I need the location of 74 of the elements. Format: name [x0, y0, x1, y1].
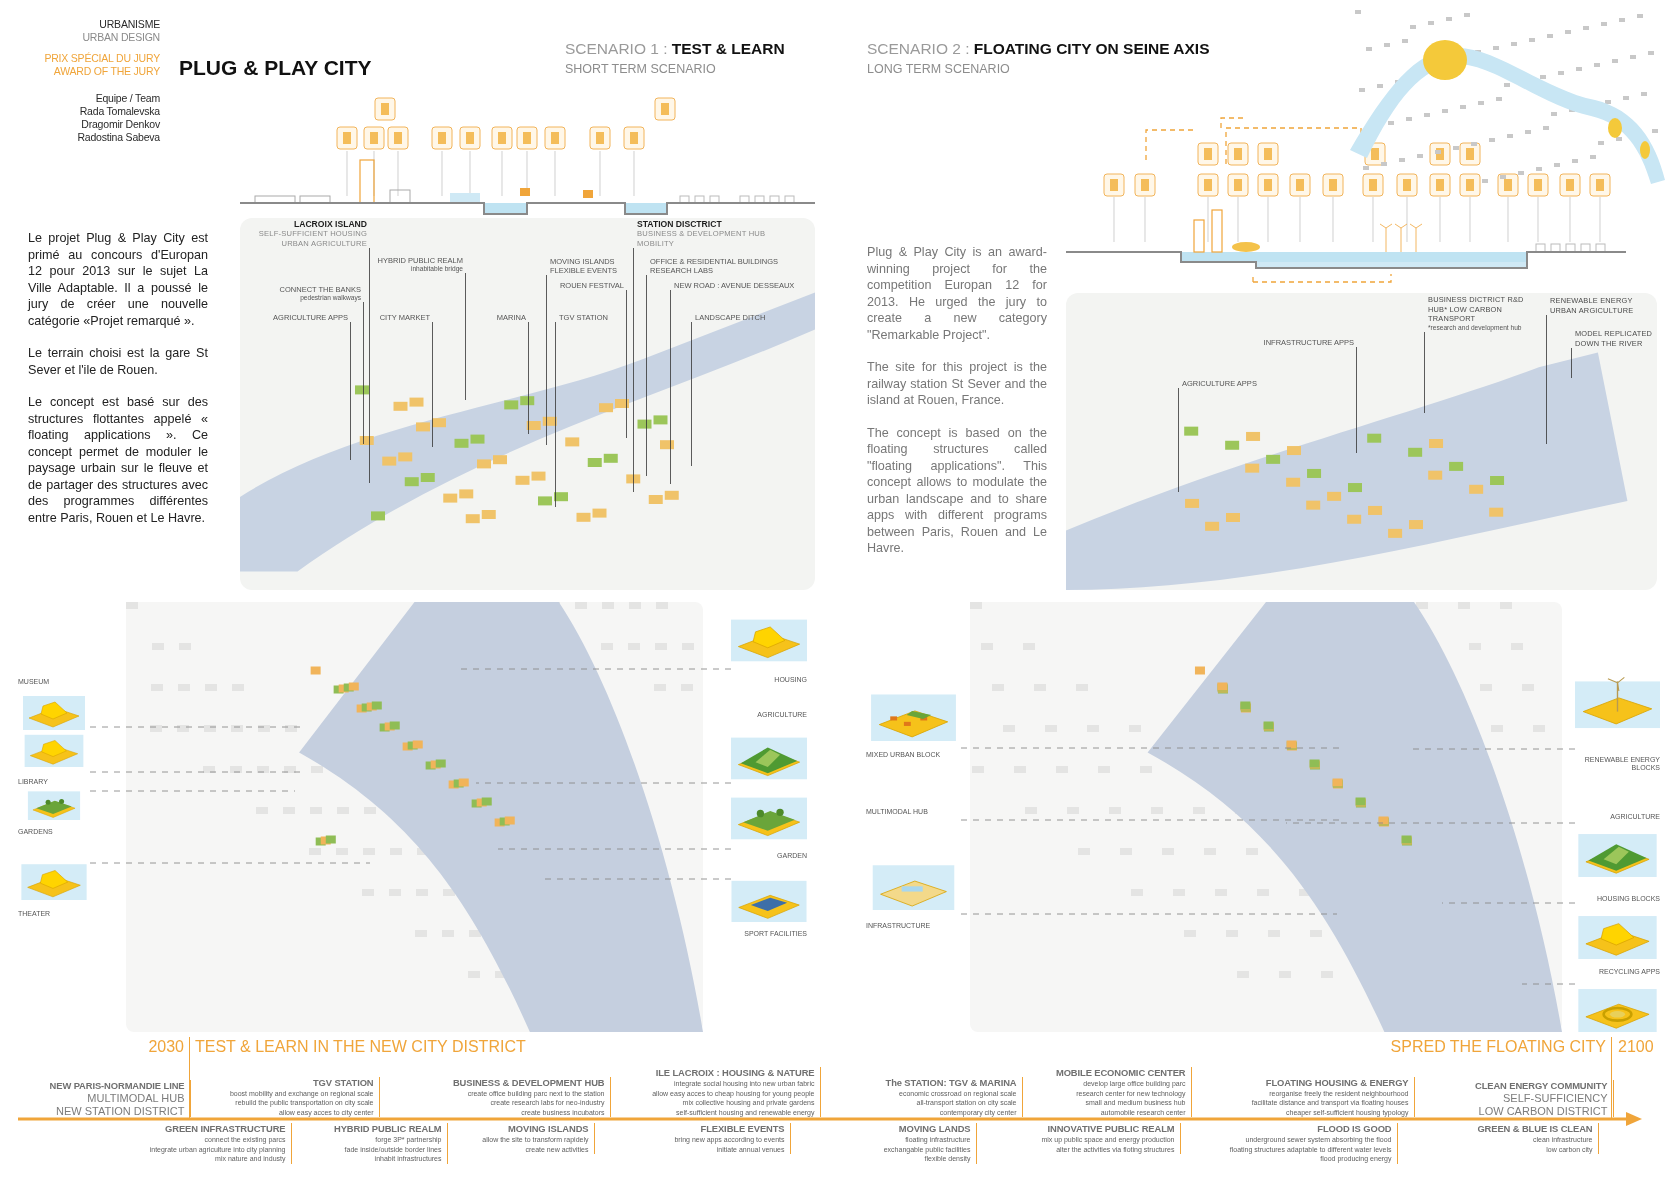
timeline-entry-title: FLOATING HOUSING & ENERGY: [1265, 1076, 1409, 1089]
dashed-leader-line: [89, 771, 301, 773]
timeline-entry-subtitle: LOW CARBON DISTRICT: [1478, 1104, 1608, 1117]
timeline-entry-title: FLEXIBLE EVENTS: [700, 1123, 785, 1135]
leader-line: [465, 272, 466, 401]
dashed-leader-line: [89, 862, 371, 864]
header-text: Radostina Sabeva: [77, 131, 160, 143]
paragraph: Le concept est basé sur des structures flottantes appelé « floating applications ». Ce concept permet de moduler le paysage urbain sur le fleuve et de partager des structures avec des programmes différentes entre Paris, Rouen et Le Havre.: [28, 394, 208, 526]
timeline-entry-title: INNOVATIVE PUBLIC REALM: [1047, 1123, 1175, 1135]
paragraph: Le terrain choisi est la gare St Sever et l'ile de Rouen.: [28, 345, 208, 378]
timeline-entry-title: TGV STATION: [312, 1076, 374, 1089]
header-text: URBANISME: [99, 18, 160, 30]
timeline-entry-title: MOVING LANDS: [898, 1123, 971, 1135]
callout-title: LACROIX ISLAND: [293, 219, 367, 229]
dashed-leader-line: [960, 913, 1338, 915]
timeline-entry-title: BUSINESS & DEVELOPMENT HUB: [452, 1076, 605, 1089]
leader-line: [1546, 314, 1547, 445]
dashed-leader-line: [475, 782, 732, 784]
leader-line: [1424, 331, 1425, 414]
header-text: Equipe / Team: [95, 92, 160, 104]
leader-line: [350, 321, 351, 461]
dashed-leader-line: [960, 747, 1341, 749]
header-text: Rada Tomalevska: [79, 105, 160, 117]
leader-line: [369, 247, 370, 484]
timeline-entry-title: CLEAN ENERGY COMMUNITY: [1474, 1080, 1608, 1092]
paragraph: Plug & Play City is an award-winning project for the competition Europan 12 for 2013. He urged the jury to create a new category "Remarkable Project".: [867, 244, 1047, 343]
leader-line: [646, 274, 647, 477]
dashed-leader-line: [1441, 902, 1576, 904]
leader-line: [1178, 387, 1179, 493]
timeline-entry-title: MOBILE ECONOMIC CENTER: [1055, 1067, 1186, 1079]
leader-line: [555, 321, 556, 508]
timeline-entry-subtitle: MULTIMODAL HUB: [87, 1092, 185, 1105]
dashed-leader-line: [89, 790, 296, 792]
leader-line: [363, 301, 364, 445]
leader-line: [633, 247, 634, 493]
timeline-entry-title: GREEN INFRASTRUCTURE: [165, 1123, 286, 1135]
leader-line: [1571, 347, 1572, 379]
leader-line: [528, 321, 529, 435]
scenario-subheading: LONG TERM SCENARIO: [867, 62, 1010, 76]
timeline-entry-title: FLOOD IS GOOD: [1317, 1123, 1392, 1135]
dashed-leader-line: [497, 848, 732, 850]
leader-line: [626, 289, 627, 439]
timeline-entry-title: ILE LACROIX : HOUSING & NATURE: [655, 1067, 815, 1079]
scenario-heading: SCENARIO 1 : TEST & LEARN: [565, 40, 785, 58]
header-text: PRIX SPÉCIAL DU JURY: [44, 52, 160, 64]
dashed-leader-line: [1521, 983, 1576, 985]
paragraph: The site for this project is the railway station St Sever and the island at Rouen, France.: [867, 359, 1047, 409]
header-text: AWARD OF THE JURY: [53, 65, 160, 77]
timeline-entry-title: GREEN & BLUE IS CLEAN: [1477, 1123, 1593, 1135]
timeline-heading: SPRED THE FLOATING CITY: [1390, 1038, 1606, 1056]
page-title: PLUG & PLAY CITY: [179, 56, 372, 80]
leader-line: [1356, 346, 1357, 454]
callout-title: STATION DISCTRICT: [637, 219, 722, 229]
timeline-year: 2030: [148, 1038, 184, 1056]
leader-line: [691, 321, 692, 467]
header-text: Dragomir Denkov: [81, 118, 160, 130]
leader-line: [546, 274, 547, 446]
leader-line: [670, 289, 671, 485]
timeline-entry-subtitle: NEW STATION DISTRICT: [55, 1104, 185, 1117]
timeline-entry-subtitle: SELF-SUFFICIENCY: [1503, 1092, 1608, 1105]
timeline-entry-title: The STATION: TGV & MARINA: [885, 1076, 1017, 1089]
paragraph: The concept is based on the floating structures called "floating applications". This concept allows to modulate the urban landscape and to share apps with different programs between Paris, Rouen and Le Havre.: [867, 424, 1047, 557]
timeline-heading: TEST & LEARN IN THE NEW CITY DISTRICT: [195, 1038, 526, 1056]
dashed-leader-line: [1285, 822, 1576, 824]
dashed-leader-line: [89, 726, 301, 728]
timeline-year: 2100: [1618, 1038, 1654, 1056]
timeline-entry-title: NEW PARIS-NORMANDIE LINE: [49, 1080, 185, 1092]
timeline-entry-title: HYBRID PUBLIC REALM: [334, 1123, 442, 1135]
timeline-entry-title: MOVING ISLANDS: [508, 1123, 589, 1135]
header-text: URBAN DESIGN: [82, 31, 160, 43]
leader-line: [432, 321, 433, 448]
paragraph: Le projet Plug & Play City est primé au concours d'Europan 12 pour 2013 sur le sujet La Ville Adaptable. Il a poussé le jury de créer une nouvelle catégorie «Projet remarqué ».: [28, 230, 208, 329]
scenario-subheading: SHORT TERM SCENARIO: [565, 62, 716, 76]
scenario-heading: SCENARIO 2 : FLOATING CITY ON SEINE AXIS: [867, 40, 1210, 58]
